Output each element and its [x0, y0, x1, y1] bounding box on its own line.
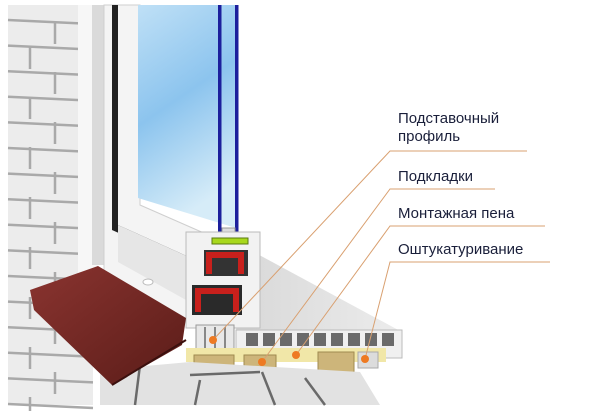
sill-chamber — [297, 333, 309, 346]
window-glass — [138, 5, 236, 228]
sill-chamber — [246, 333, 258, 346]
leader-lines — [212, 150, 550, 363]
brick-mortar-line — [7, 402, 94, 410]
glass-pane-inner — [235, 5, 239, 235]
label-stand-profile-line1: Подставочный — [398, 110, 500, 127]
brick-mortar-line — [7, 351, 94, 359]
marker-pads — [258, 358, 266, 366]
marker-stand-profile — [209, 336, 217, 344]
marker-plaster — [361, 355, 369, 363]
sill-chamber — [331, 333, 343, 346]
leader-pads — [261, 188, 495, 363]
window-sill-board — [236, 250, 402, 340]
sill-chamber — [382, 333, 394, 346]
brick-mortar-line — [7, 377, 94, 384]
label-stand-profile-line2: профиль — [398, 128, 461, 145]
glass-pane-outer — [218, 5, 222, 235]
sill-chamber — [365, 333, 377, 346]
label-stand-profile: Подставочный профиль — [398, 110, 499, 146]
leader-plaster — [364, 261, 550, 360]
marker-foam — [292, 351, 300, 359]
leader-foam — [295, 225, 545, 356]
sill-chamber — [348, 333, 360, 346]
window-profile-section — [185, 231, 261, 356]
leader-stand-profile — [212, 150, 527, 341]
label-foam: Монтажная пена — [398, 205, 515, 222]
exterior-ebb — [30, 266, 186, 385]
sill-chamber — [314, 333, 326, 346]
label-pads: Подкладки — [398, 168, 474, 185]
label-plaster: Оштукатуривание — [398, 241, 524, 258]
lower-brick-course — [100, 362, 380, 406]
sill-chamber — [263, 333, 275, 346]
sill-chamber — [280, 333, 292, 346]
